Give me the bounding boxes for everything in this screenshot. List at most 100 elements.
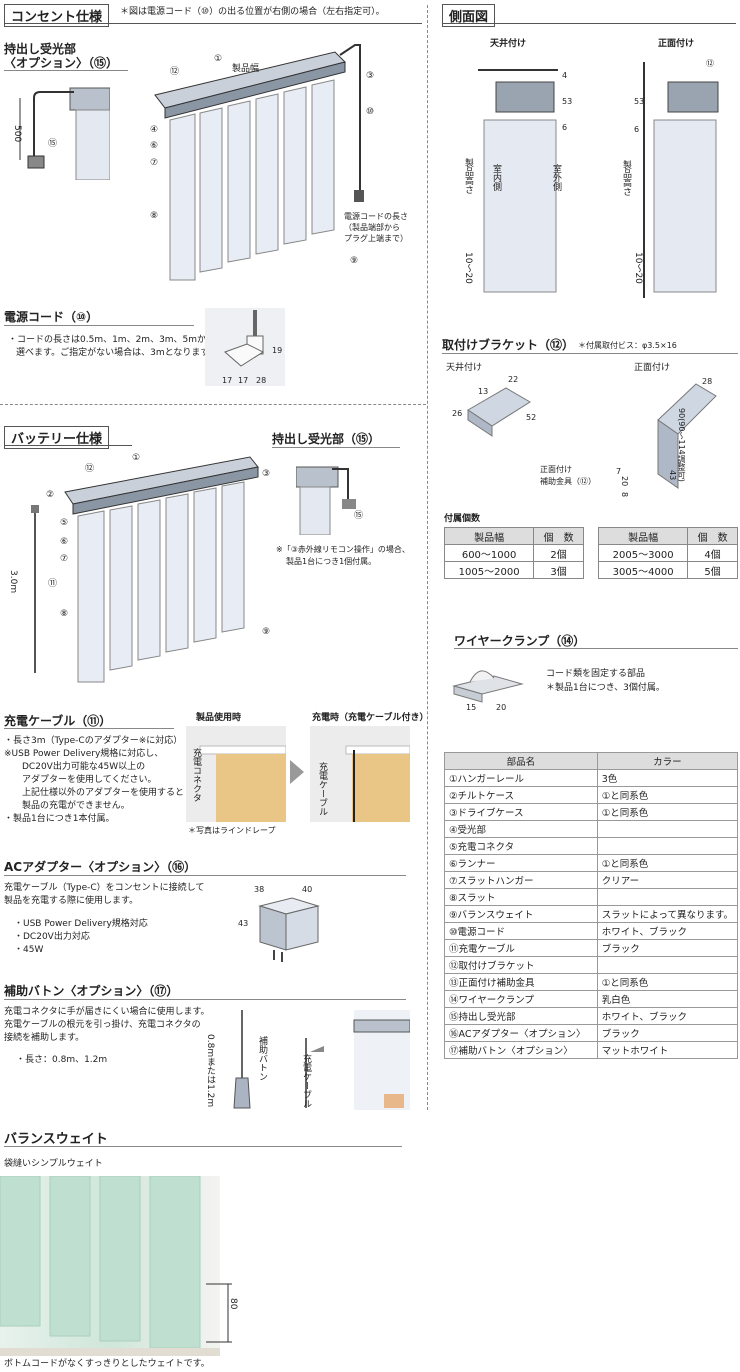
dim-500: 500 (12, 125, 22, 143)
qty-left-head-count: 個 数 (533, 527, 584, 545)
callout-15: ⑮ (48, 139, 58, 149)
bat-callout-9: ⑨ (262, 627, 271, 637)
side-front-6: 6 (634, 125, 640, 134)
bkt-dim-22: 22 (508, 375, 519, 384)
charge-cable-text-4: アダプターを使用してください。 (22, 775, 157, 785)
qty-left-cell: 1005〜2000 (443, 561, 535, 579)
part-name: ⑪充電ケーブル (444, 939, 598, 957)
side-dim-4: 4 (562, 71, 568, 80)
outlet-title: コンセント仕様 (4, 4, 110, 27)
outdoor-label: 室外側 (551, 164, 561, 191)
wire-clamp-drawing (452, 670, 524, 703)
baton-length: ・長さ：0.8m、1.2m (16, 1055, 108, 1065)
part-name: ⑬正面付け補助金具 (444, 973, 598, 991)
table-row: ⑪充電ケーブルブラック (444, 939, 739, 957)
wire-clamp-rule (454, 648, 738, 649)
callout-8: ⑧ (150, 211, 159, 221)
parts-header-name: 部品名 (444, 752, 598, 770)
balance-weight-subtitle: 袋縫いシンプルウェイト (4, 1159, 103, 1169)
cable-label: 充電ケーブル (317, 762, 327, 816)
part-color: クリアー (596, 871, 739, 889)
battery-receiver-drawing (296, 466, 356, 535)
side-front-53: 53 (634, 97, 645, 106)
table-row: ⑩電源コードホワイト、ブラック (444, 922, 739, 940)
bat-callout-2: ② (46, 490, 55, 500)
battery-note-2: 製品1台につき1個付属。 (286, 557, 377, 566)
side-view-title: 側面図 (442, 4, 496, 27)
callout-12: ⑫ (170, 67, 180, 77)
bat-callout-12: ⑫ (85, 464, 95, 474)
part-color: 3色 (596, 769, 739, 787)
charge-cable-title: 充電ケーブル（⑪） (4, 714, 112, 728)
baton-title: 補助バトン〈オプション〉（⑰） (4, 984, 179, 998)
side-view-rule (442, 23, 736, 24)
power-cord-rule (4, 325, 194, 326)
aux-label-1: 正面付け (540, 465, 572, 474)
bracket-note: ＊付属取付ビス：φ3.5×16 (578, 341, 677, 350)
table-row: ⑦スラットハンガークリアー (444, 871, 739, 889)
qty-right-cell: 4個 (687, 544, 738, 562)
charge-cable-text-6: 製品の充電ができません。 (22, 801, 130, 811)
part-name: ⑭ワイヤークランプ (444, 990, 598, 1008)
baton-dim-label: 0.8mまたは1.2m (205, 1034, 215, 1108)
bkt-front-7: 7 (616, 467, 622, 476)
battery-title-rule (4, 445, 132, 446)
part-color: 乳白色 (596, 990, 739, 1008)
qty-left-cell: 600〜1000 (443, 544, 535, 562)
charge-cable-drawing (31, 505, 39, 673)
qty-title: 付属個数 (444, 514, 481, 524)
part-color: マットホワイト (596, 1041, 739, 1059)
part-name: ⑤充電コネクタ (444, 837, 598, 855)
balance-weight-title: バランスウェイト (4, 1132, 108, 1147)
part-color: ①と同系色 (596, 803, 739, 821)
indoor-label: 室内側 (491, 164, 501, 191)
table-row: ⑭ワイヤークランプ乳白色 (444, 990, 739, 1008)
part-name: ②チルトケース (444, 786, 598, 804)
bracket-rule (442, 353, 738, 354)
battery-blind-drawing (64, 456, 259, 683)
charge-cable-text-5: 上記仕様以外のアダプターを使用すると (22, 788, 185, 798)
side-front-label: 正面付け (658, 39, 695, 49)
bat-callout-7: ⑦ (60, 554, 69, 564)
part-name: ⑫取付けブラケット (444, 956, 598, 974)
part-name: ⑩電源コード (444, 922, 598, 940)
ac-spec-2: ・DC20V出力対応 (14, 932, 90, 942)
vertical-divider (427, 5, 428, 1110)
ac-adapter-text-1: 充電ケーブル（Type-C）をコンセントに接続して (4, 883, 205, 893)
qty-right-cell: 3005〜4000 (597, 561, 689, 579)
clamp-dim-15: 15 (466, 703, 477, 712)
callout-9: ⑨ (350, 256, 359, 266)
product-width-label: 製品幅 (232, 64, 260, 74)
side-height-label: 製品高さ (463, 158, 473, 194)
bat-callout-8: ⑧ (60, 609, 69, 619)
bkt-front-20: 20 (620, 476, 629, 487)
callout-7: ⑦ (150, 158, 159, 168)
table-row: ⑰補助バトン〈オプション〉マットホワイト (444, 1041, 739, 1059)
side-view-drawing (478, 62, 719, 298)
bat-callout-11: ⑪ (48, 579, 58, 589)
in-use-photo (186, 726, 286, 822)
outlet-title-rule (4, 23, 422, 24)
wire-clamp-title: ワイヤークランプ（⑭） (454, 634, 586, 648)
table-row: ⑤充電コネクタ (444, 837, 739, 855)
bat-callout-1: ① (132, 453, 141, 463)
part-name: ⑥ランナー (444, 854, 598, 872)
part-name: ⑰補助バトン〈オプション〉 (444, 1041, 598, 1059)
baton-cable-label: 充電ケーブル (301, 1054, 311, 1108)
cord-note-2: （製品端部から (344, 223, 400, 232)
charge-cable-text-7: ・製品1台につき1本付属。 (4, 814, 115, 824)
bat-callout-6: ⑥ (60, 537, 69, 547)
dim-3m: 3.0m (8, 570, 18, 594)
baton-text-2: 充電ケーブルの根元を引っ掛け、充電コネクタの (4, 1020, 201, 1030)
part-color (596, 820, 739, 838)
cord-note-3: プラグ上端まで） (344, 234, 408, 243)
arrow-right-icon (290, 760, 304, 784)
horizontal-divider (0, 404, 426, 405)
side-front-height: 製品高さ (621, 160, 631, 196)
side-front-10-20: 10〜20 (633, 252, 643, 284)
cord-note-1: 電源コードの長さ (344, 212, 408, 221)
callout-3: ③ (366, 71, 375, 81)
power-cord-title: 電源コード（⑩） (4, 310, 99, 324)
